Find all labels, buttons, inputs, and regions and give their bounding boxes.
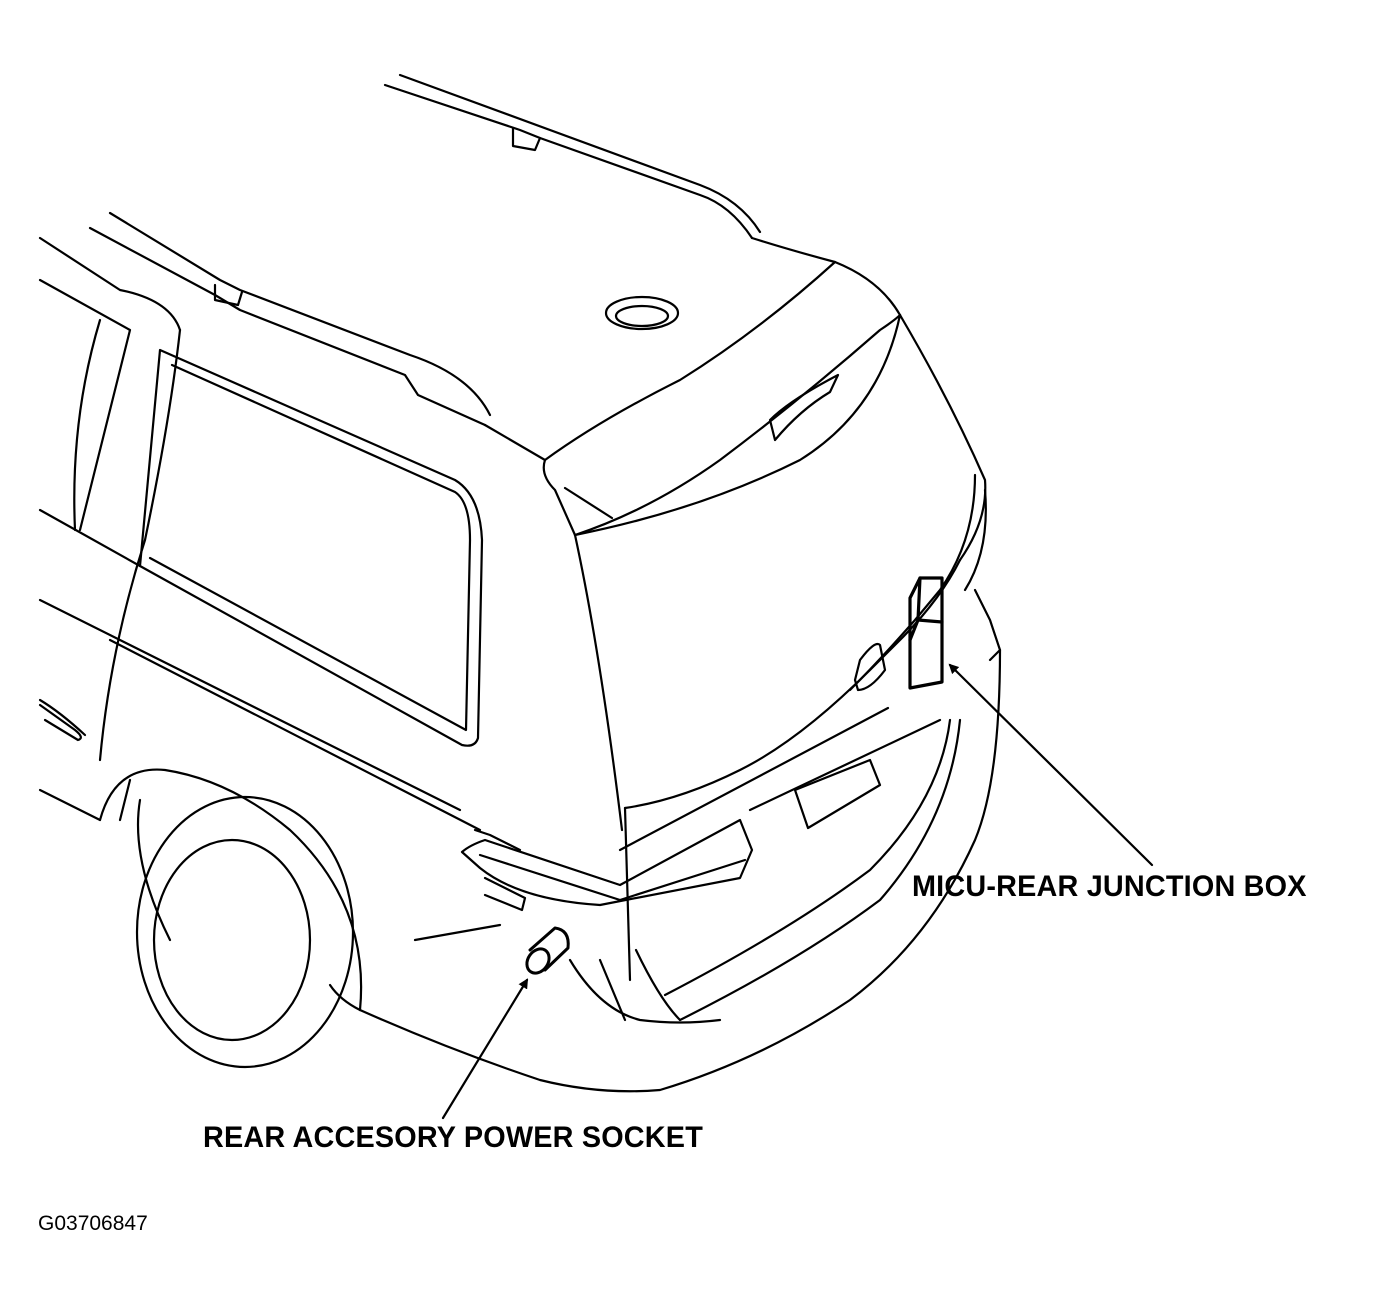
side-body (38, 278, 624, 832)
tailgate (573, 313, 987, 1022)
rear-wheel (98, 768, 363, 1069)
tail-lights (460, 588, 1002, 912)
junction-box-leader-arrow (948, 663, 1154, 867)
power-socket-leader-arrow (441, 978, 529, 1120)
junction-box-label: MICU-REAR JUNCTION BOX (912, 870, 1307, 903)
antenna-icon (604, 295, 680, 331)
power-socket (525, 926, 570, 975)
power-socket-label: REAR ACCESORY POWER SOCKET (203, 1121, 703, 1154)
rear-bumper (328, 648, 1002, 1093)
junction-box (908, 576, 944, 690)
figure-id: G03706847 (38, 1212, 148, 1235)
roof-panel (38, 236, 902, 537)
roof-rails (88, 73, 762, 427)
